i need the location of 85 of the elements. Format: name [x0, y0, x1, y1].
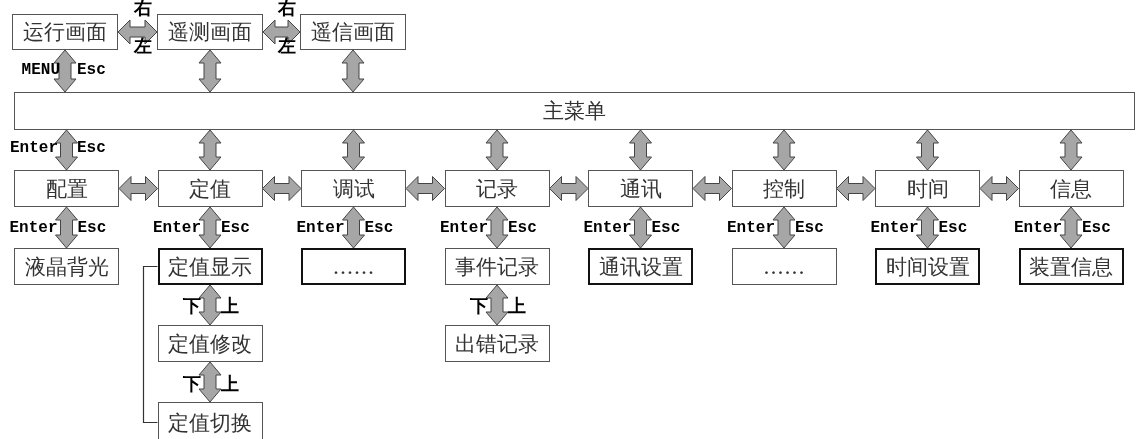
double-arrow — [262, 19, 301, 45]
menu-box: 控制 — [731, 170, 837, 207]
double-arrow — [1059, 129, 1083, 171]
double-arrow — [198, 284, 222, 326]
connector-line — [142, 265, 159, 424]
menu-box: 记录 — [444, 170, 550, 207]
menu-box: 定值切换 — [157, 402, 263, 439]
key-label: Esc — [221, 219, 250, 237]
key-label: 右 — [134, 0, 152, 18]
key-label: Enter — [440, 219, 488, 237]
double-arrow — [198, 206, 222, 249]
key-label: Enter — [9, 219, 58, 237]
double-arrow — [916, 129, 939, 171]
menu-box: 主菜单 — [14, 92, 1135, 130]
menu-box: 通讯 — [588, 170, 693, 207]
key-label: 上 — [508, 296, 526, 316]
double-arrow — [341, 49, 365, 93]
menu-box: 时间 — [875, 170, 980, 207]
double-arrow — [117, 19, 158, 45]
key-label: 上 — [221, 296, 239, 316]
double-arrow — [198, 361, 222, 403]
key-label: Enter — [153, 219, 201, 237]
key-label: Esc — [508, 219, 537, 237]
key-label: 右 — [278, 0, 296, 18]
double-arrow — [549, 176, 589, 201]
double-arrow — [485, 284, 509, 326]
double-arrow — [405, 176, 445, 201]
key-label: Enter — [296, 219, 345, 237]
key-label: Enter — [727, 219, 775, 237]
double-arrow — [916, 206, 939, 249]
double-arrow — [629, 206, 652, 249]
key-label: Esc — [77, 219, 107, 237]
key-label: Esc — [77, 139, 106, 157]
menu-box: 事件记录 — [444, 248, 550, 285]
key-label: 上 — [221, 374, 239, 394]
double-arrow — [1059, 206, 1083, 249]
key-label: Esc — [364, 219, 394, 237]
double-arrow — [118, 176, 158, 201]
double-arrow — [772, 206, 796, 249]
key-label: Esc — [795, 219, 824, 237]
key-label: 下 — [470, 296, 488, 316]
menu-box: 运行画面 — [12, 14, 118, 50]
menu-box: 定值修改 — [157, 325, 263, 362]
menu-box: 装置信息 — [1018, 248, 1124, 285]
menu-box: 信息 — [1018, 170, 1124, 207]
key-label: Enter — [1014, 219, 1062, 237]
key-label: Esc — [938, 219, 968, 237]
double-arrow — [198, 49, 222, 93]
double-arrow — [836, 176, 876, 201]
key-label: 左 — [278, 36, 296, 56]
double-arrow — [342, 206, 365, 249]
menu-box: 遥信画面 — [300, 14, 406, 50]
key-label: Esc — [651, 219, 681, 237]
menu-box: 通讯设置 — [588, 248, 693, 285]
menu-box: …… — [731, 248, 837, 285]
key-label: Enter — [583, 219, 632, 237]
menu-box: 调试 — [301, 170, 406, 207]
double-arrow — [342, 129, 365, 171]
key-label: 下 — [183, 374, 201, 394]
key-label: Enter — [10, 139, 58, 157]
double-arrow — [198, 129, 222, 171]
double-arrow — [53, 49, 77, 93]
menu-box: 定值 — [157, 170, 263, 207]
double-arrow — [979, 176, 1019, 201]
double-arrow — [55, 129, 78, 171]
double-arrow — [485, 129, 509, 171]
key-label: Esc — [77, 61, 106, 79]
double-arrow — [692, 176, 732, 201]
key-label: Enter — [870, 219, 919, 237]
menu-box: 配置 — [14, 170, 119, 207]
double-arrow — [772, 129, 796, 171]
menu-box: 时间设置 — [875, 248, 980, 285]
menu-box: 液晶背光 — [14, 248, 119, 285]
key-label: Esc — [1082, 219, 1111, 237]
key-label: 下 — [183, 296, 201, 316]
menu-box: 遥测画面 — [157, 14, 263, 50]
menu-box: …… — [301, 248, 406, 285]
menu-box: 出错记录 — [444, 325, 550, 362]
double-arrow — [629, 129, 652, 171]
menu-box: 定值显示 — [157, 248, 263, 285]
double-arrow — [55, 206, 78, 249]
double-arrow — [485, 206, 509, 249]
double-arrow — [262, 176, 302, 201]
key-label: 左 — [134, 36, 152, 56]
key-label: MENU — [21, 61, 60, 79]
